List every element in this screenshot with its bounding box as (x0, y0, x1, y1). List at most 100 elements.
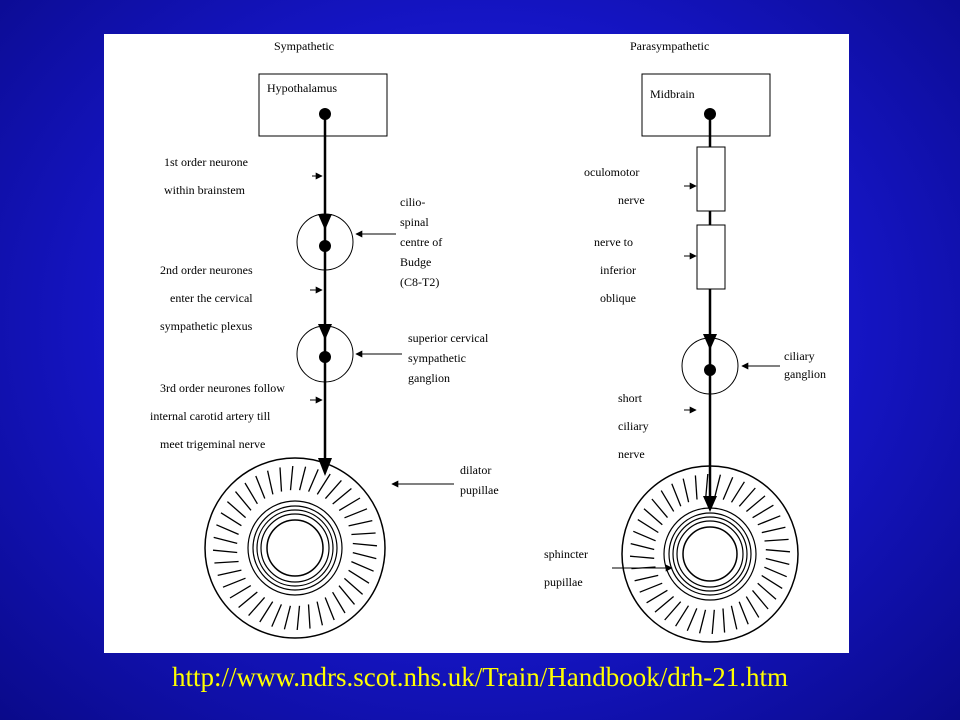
iris-fibre (643, 508, 663, 526)
short-ciliary-line-1: short (618, 391, 643, 405)
ciliospinal-line-3: centre of (400, 235, 442, 249)
parasympathetic-iris (621, 465, 799, 643)
dilator-fibre (348, 569, 370, 584)
dilator-fibre (213, 536, 238, 545)
sphincter-arrowhead (703, 496, 717, 512)
iris-fibre (639, 582, 663, 593)
second-order-line-1: 2nd order neurones (160, 263, 253, 277)
dilator-line-2: pupillae (460, 483, 499, 497)
dilator-fibre (343, 577, 364, 595)
short-ciliary-line-3: nerve (618, 447, 645, 461)
oculomotor-line-1: oculomotor (584, 165, 639, 179)
iris-fibre (722, 608, 726, 633)
dilator-fibre (279, 467, 283, 492)
midbrain-label: Midbrain (650, 87, 695, 101)
dilator-fibre (217, 569, 242, 577)
dilator-fibre (214, 560, 239, 564)
hypothalamus-label: Hypothalamus (267, 81, 337, 95)
iris-fibre (730, 605, 738, 630)
dilator-fibre (338, 585, 356, 605)
dilator-fibre (238, 591, 258, 609)
superior-cervical-line-1: superior cervical (408, 331, 489, 345)
dilator-fibre (352, 551, 377, 560)
iris-fibre (705, 473, 709, 499)
dilator-fibre (316, 473, 331, 495)
hypothalamus-box (258, 73, 388, 137)
third-order-line-3: meet trigeminal nerve (160, 437, 265, 451)
dilator-fibre (324, 597, 335, 621)
ciliary-ganglion-arrowhead (703, 334, 717, 350)
dilator-fibre (332, 487, 352, 505)
dilator-fibre (222, 577, 246, 588)
dilator-line-1: dilator (460, 463, 491, 477)
dilator-fibre (296, 605, 301, 631)
sympathetic-sphincter-ring-1 (247, 500, 343, 596)
short-ciliary-line-2: ciliary (618, 419, 649, 433)
dilator-fibre (308, 469, 319, 492)
dilator-fibre (244, 482, 258, 505)
dilator-radial-fibres (212, 465, 378, 631)
dilator-fibre (216, 524, 239, 535)
iris-fibre (671, 483, 682, 507)
iris-fibre (752, 504, 774, 519)
iris-fibre (765, 557, 790, 566)
inferior-oblique-line-3: oblique (600, 291, 636, 305)
sympathetic-sphincter-ring-3 (256, 509, 334, 587)
iris-fibre (686, 608, 698, 631)
parasympathetic-sphincter-ring-3 (672, 516, 748, 592)
dilator-fibre (348, 519, 373, 527)
ciliospinal-line-2: spinal (400, 215, 429, 229)
inferior-oblique-line-2: inferior (600, 263, 636, 277)
parasympathetic-iris-outer (621, 465, 799, 643)
sphincter-line-2: pupillae (544, 575, 583, 589)
sphincter-line-1: sphincter (544, 547, 588, 561)
second-order-line-3: sympathetic plexus (160, 319, 253, 333)
inferior-oblique-line-1: nerve to (594, 235, 633, 249)
dilator-fibre (220, 512, 242, 527)
ciliary-ganglion-line-1: ciliary (784, 349, 815, 363)
iris-fibre (757, 515, 781, 526)
diagram-panel: Sympathetic Hypothalamus 1st order neuro… (104, 34, 849, 653)
iris-fibre (633, 530, 656, 542)
iris-radial-fibres (629, 473, 791, 635)
dilator-fibre (229, 585, 252, 599)
superior-cervical-line-3: ganglion (408, 371, 450, 385)
dilator-fibre (324, 479, 342, 500)
dilator-fibre (307, 604, 311, 629)
dilator-arrowhead (318, 458, 332, 476)
midbrain-box (641, 73, 771, 137)
dilator-fibre (226, 501, 247, 519)
dilator-fibre (332, 591, 346, 614)
dilator-fibre (266, 470, 274, 495)
dilator-fibre (338, 497, 361, 511)
iris-fibre (713, 474, 722, 499)
iris-fibre (664, 601, 682, 621)
first-order-line-1: 1st order neurone (164, 155, 248, 169)
iris-fibre (764, 566, 787, 578)
parasympathetic-title: Parasympathetic (630, 39, 709, 53)
sympathetic-iris (204, 457, 386, 639)
third-order-line-1: 3rd order neurones follow (160, 381, 285, 395)
superior-cervical-line-2: sympathetic (408, 351, 466, 365)
iris-fibre (630, 542, 655, 551)
dilator-fibre (352, 542, 378, 547)
dilator-fibre (234, 491, 252, 511)
sympathetic-sphincter-ring-4 (260, 513, 330, 583)
dilator-fibre (316, 601, 324, 626)
iris-fibre (646, 589, 668, 604)
ciliospinal-arrowhead (318, 214, 332, 230)
iris-fibre (761, 526, 786, 534)
third-order-line-2: internal carotid artery till (150, 409, 271, 423)
dilator-fibre (344, 508, 368, 519)
sympathetic-title: Sympathetic (274, 39, 334, 53)
superior-cervical-node (319, 351, 331, 363)
second-order-line-2: enter the cervical (170, 291, 253, 305)
ciliospinal-line-4: Budge (400, 255, 431, 269)
dilator-fibre (212, 549, 238, 554)
iris-fibre (745, 596, 760, 618)
iris-fibre (651, 498, 668, 519)
ciliospinal-node (319, 240, 331, 252)
parasympathetic-pupil (682, 526, 738, 582)
first-order-line-2: within brainstem (164, 183, 246, 197)
iris-fibre (722, 477, 734, 500)
